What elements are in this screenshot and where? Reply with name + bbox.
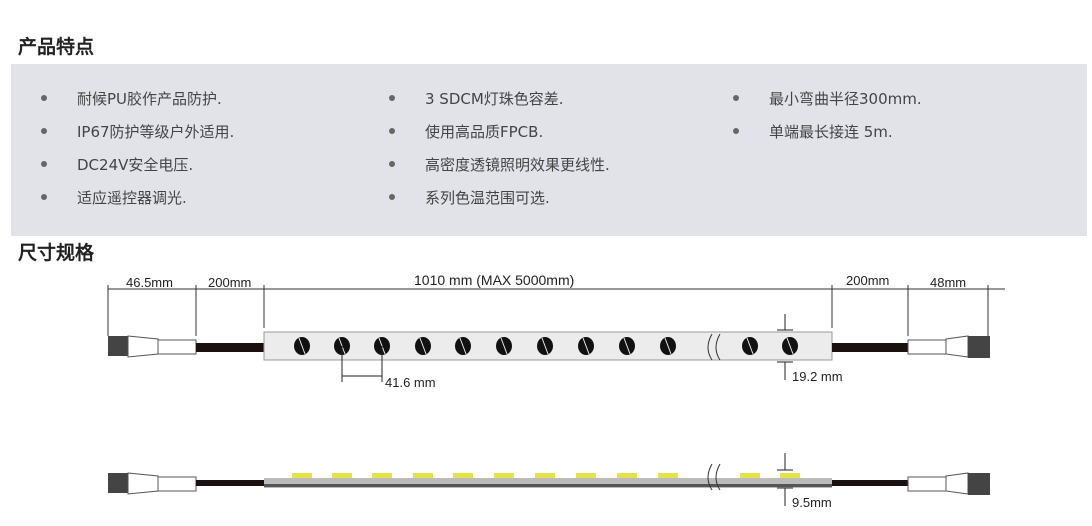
feature-item: 3 SDCM灯珠色容差. (389, 88, 610, 121)
features-title: 产品特点 (18, 36, 95, 58)
width-dimension (777, 314, 793, 380)
led-chip (617, 473, 637, 478)
feature-text: DC24V安全电压. (77, 156, 194, 174)
led-strip-side (264, 478, 832, 488)
right-connector-length: 48mm (930, 275, 966, 290)
led-dots (294, 337, 798, 355)
dimension-drawing: 46.5mm 200mm 1010 mm (MAX 5000mm) 200mm … (107, 272, 1005, 510)
break-mark (707, 463, 721, 491)
feature-text: 3 SDCM灯珠色容差. (425, 90, 564, 108)
feature-text: 适应遥控器调光. (77, 189, 187, 207)
feature-text: IP67防护等级户外适用. (77, 123, 235, 141)
bullet-icon (733, 128, 739, 134)
led-chip (372, 473, 392, 478)
feature-text: 使用高品质FPCB. (425, 123, 544, 141)
led-chip (740, 473, 760, 478)
strip-length: 1010 mm (MAX 5000mm) (414, 272, 574, 288)
led-chip (494, 473, 514, 478)
right-cable-length: 200mm (846, 273, 889, 288)
feature-item: IP67防护等级户外适用. (41, 121, 234, 154)
connector-left-side (108, 472, 197, 495)
bullet-icon (41, 161, 47, 167)
feature-item: 适应遥控器调光. (41, 187, 234, 220)
bullet-icon (389, 95, 395, 101)
led-dot-mark (623, 337, 631, 355)
led-dot-mark (500, 337, 508, 355)
features-column-3: 最小弯曲半径300mm. 单端最长接连 5m. (733, 88, 922, 154)
pitch-label: 41.6 mm (385, 375, 436, 390)
feature-item: DC24V安全电压. (41, 154, 234, 187)
bullet-icon (41, 194, 47, 200)
bullet-icon (389, 128, 395, 134)
cable-right (832, 343, 908, 352)
led-chip (658, 473, 678, 478)
feature-text: 耐候PU胶作产品防护. (77, 90, 222, 108)
led-chip (453, 473, 473, 478)
feature-item: 高密度透镜照明效果更线性. (389, 154, 610, 187)
break-mark (707, 333, 721, 361)
feature-item: 最小弯曲半径300mm. (733, 88, 922, 121)
feature-text: 系列色温范围可选. (425, 189, 550, 207)
led-dot-mark (459, 337, 467, 355)
feature-item: 使用高品质FPCB. (389, 121, 610, 154)
cable-left (196, 343, 264, 352)
strip-base (264, 484, 832, 487)
bullet-icon (389, 194, 395, 200)
feature-item: 系列色温范围可选. (389, 187, 610, 220)
led-chip (780, 473, 800, 478)
features-column-2: 3 SDCM灯珠色容差. 使用高品质FPCB. 高密度透镜照明效果更线性. 系列… (389, 88, 610, 220)
led-dot-mark (419, 337, 427, 355)
led-side-row (292, 473, 800, 478)
pitch-dimension (341, 346, 383, 382)
bullet-icon (733, 95, 739, 101)
bullet-icon (41, 128, 47, 134)
led-dot-mark (541, 337, 549, 355)
led-chip (576, 473, 596, 478)
led-chip (292, 473, 312, 478)
feature-item: 耐候PU胶作产品防护. (41, 88, 234, 121)
features-column-1: 耐候PU胶作产品防护. IP67防护等级户外适用. DC24V安全电压. 适应遥… (41, 88, 234, 220)
led-dot-mark (786, 337, 794, 355)
bullet-icon (389, 161, 395, 167)
width-label: 19.2 mm (792, 369, 843, 384)
bullet-icon (41, 95, 47, 101)
left-connector-length: 46.5mm (126, 275, 173, 290)
feature-item: 单端最长接连 5m. (733, 121, 922, 154)
led-dot-mark (298, 337, 306, 355)
led-dot-mark (582, 337, 590, 355)
led-chip (332, 473, 352, 478)
height-dimension (777, 453, 793, 506)
connector-left (108, 335, 197, 358)
dimension-lines (107, 285, 1005, 336)
feature-text: 单端最长接连 5m. (769, 123, 893, 141)
connector-right-side (907, 472, 990, 495)
led-dot-mark (746, 337, 754, 355)
led-dot-mark (664, 337, 672, 355)
cable-left-side (196, 480, 264, 486)
features-panel: 耐候PU胶作产品防护. IP67防护等级户外适用. DC24V安全电压. 适应遥… (11, 64, 1087, 236)
connector-right (907, 335, 990, 358)
height-label: 9.5mm (792, 495, 832, 510)
feature-text: 高密度透镜照明效果更线性. (425, 156, 610, 174)
feature-text: 最小弯曲半径300mm. (769, 90, 922, 108)
dimensions-title: 尺寸规格 (18, 242, 95, 264)
cable-right-side (832, 480, 908, 486)
led-chip (535, 473, 555, 478)
left-cable-length: 200mm (208, 275, 251, 290)
led-chip (413, 473, 433, 478)
